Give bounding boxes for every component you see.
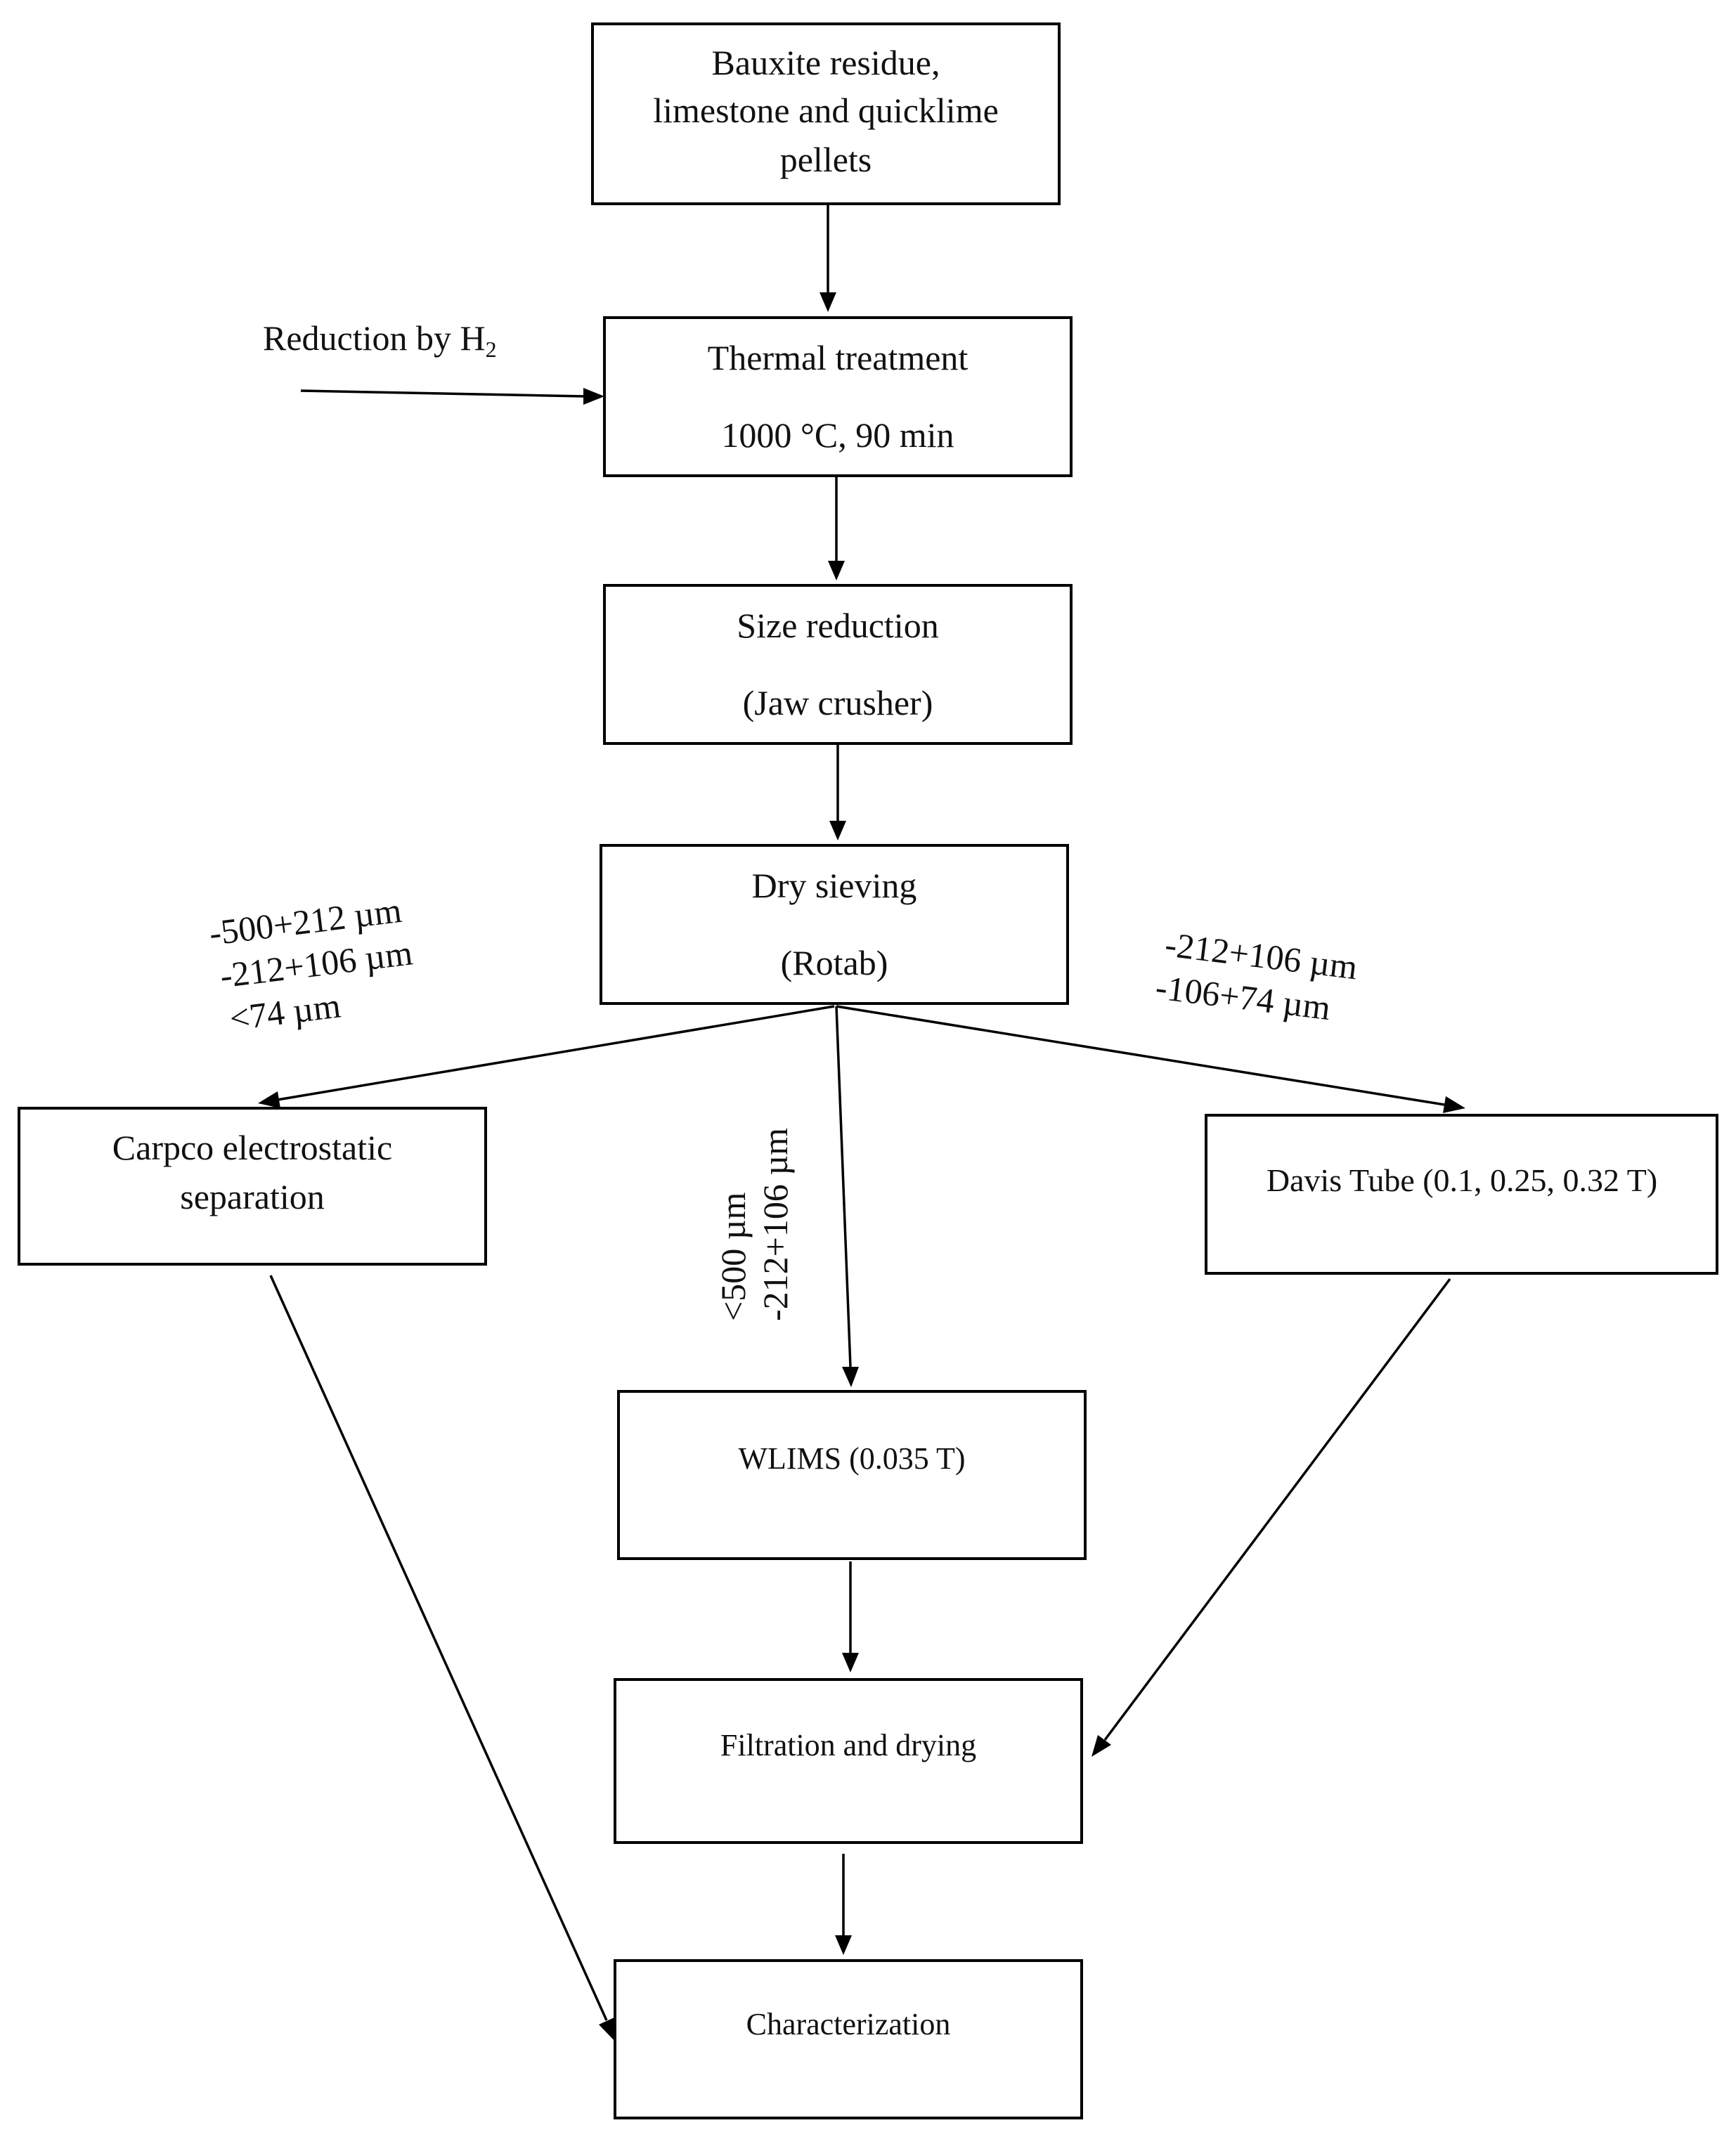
box-input-line1: Bauxite residue, bbox=[712, 43, 940, 82]
box-characterization: Characterization bbox=[614, 1959, 1083, 2119]
arrow-davis-to-filtration bbox=[1092, 1278, 1451, 1757]
box-sieving-line1: Dry sieving bbox=[752, 866, 917, 905]
box-input-pellets: Bauxite residue, limestone and quicklime… bbox=[591, 22, 1061, 205]
box-thermal-treatment: Thermal treatment 1000 °C, 90 min bbox=[603, 316, 1073, 477]
arrow-thermal-to-size bbox=[828, 477, 845, 580]
center-fraction-1: <500 µm bbox=[713, 1192, 753, 1321]
box-size-reduction: Size reduction (Jaw crusher) bbox=[603, 584, 1073, 745]
box-carpco-separation: Carpco electrostatic separation bbox=[18, 1107, 487, 1266]
box-size-line1: Size reduction bbox=[737, 606, 938, 645]
arrow-reduction-to-thermal bbox=[300, 388, 604, 405]
box-size-line2: (Jaw crusher) bbox=[743, 683, 933, 722]
reduction-label-subscript: 2 bbox=[486, 337, 497, 362]
box-sieving-line2: (Rotab) bbox=[781, 943, 888, 982]
box-davis-tube: Davis Tube (0.1, 0.25, 0.32 T) bbox=[1205, 1114, 1718, 1275]
box-thermal-line2: 1000 °C, 90 min bbox=[721, 415, 954, 455]
box-input-line2: limestone and quicklime bbox=[653, 91, 999, 130]
right-fractions-label: -212+106 µm -106+74 µm bbox=[1153, 924, 1359, 1027]
arrow-carpco-to-characterization bbox=[269, 1275, 615, 2041]
left-fractions-label: -500+212 µm -212+106 µm <74 µm bbox=[207, 890, 415, 1038]
arrow-sieving-to-davis bbox=[836, 1005, 1465, 1113]
arrow-input-to-thermal bbox=[820, 205, 836, 312]
arrow-sieving-to-wlims bbox=[835, 1006, 859, 1387]
left-fraction-3: <74 µm bbox=[228, 985, 343, 1038]
box-characterization-line1: Characterization bbox=[746, 2007, 951, 2041]
box-filtration-drying: Filtration and drying bbox=[614, 1678, 1083, 1844]
center-fraction-2: -212+106 µm bbox=[756, 1128, 795, 1321]
arrow-size-to-sieving bbox=[829, 745, 846, 840]
box-wlims: WLIMS (0.035 T) bbox=[617, 1390, 1087, 1560]
arrow-filtration-to-characterization bbox=[835, 1854, 852, 1955]
arrow-wlims-to-filtration bbox=[842, 1561, 859, 1672]
arrow-sieving-to-carpco bbox=[258, 1005, 835, 1108]
box-thermal-line1: Thermal treatment bbox=[708, 338, 969, 377]
box-davis-line1: Davis Tube (0.1, 0.25, 0.32 T) bbox=[1267, 1162, 1657, 1198]
center-fractions-label: <500 µm -212+106 µm bbox=[713, 1128, 795, 1321]
box-dry-sieving: Dry sieving (Rotab) bbox=[600, 844, 1069, 1005]
box-carpco-line2: separation bbox=[180, 1177, 324, 1216]
reduction-label: Reduction by H2 bbox=[263, 318, 497, 362]
box-input-line3: pellets bbox=[780, 140, 872, 179]
box-filtration-line1: Filtration and drying bbox=[720, 1728, 976, 1762]
box-carpco-line1: Carpco electrostatic bbox=[112, 1128, 392, 1167]
box-wlims-line1: WLIMS (0.035 T) bbox=[738, 1441, 965, 1476]
reduction-label-text: Reduction by H bbox=[263, 318, 486, 358]
